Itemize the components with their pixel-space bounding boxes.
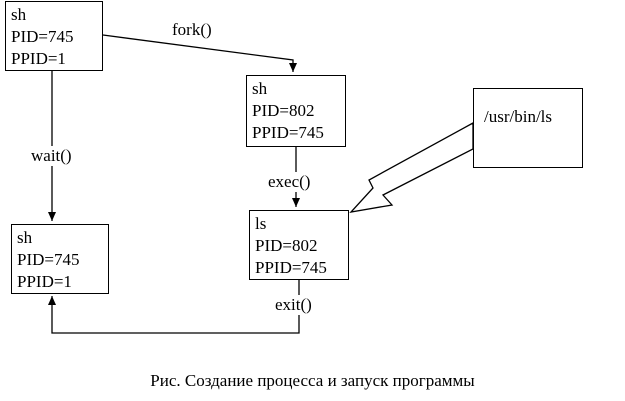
exec-label: exec() — [268, 172, 311, 192]
load-program-arrow — [349, 121, 474, 213]
process-pid: PID=745 — [11, 27, 74, 46]
fork-arrow — [102, 34, 297, 72]
process-pid: PID=802 — [252, 101, 315, 120]
process-ppid: PPID=745 — [255, 258, 327, 277]
process-ppid: PPID=1 — [17, 272, 72, 291]
parent-process-box: sh PID=745 PPID=1 — [5, 1, 103, 71]
process-pid: PID=745 — [17, 250, 80, 269]
process-name: sh — [17, 228, 33, 247]
process-name: sh — [11, 5, 27, 24]
file-path: /usr/bin/ls — [484, 107, 553, 126]
figure-caption: Рис. Создание процесса и запуск программ… — [150, 371, 475, 390]
exec-process-box: ls PID=802 PPID=745 — [249, 210, 349, 280]
process-name: ls — [255, 214, 267, 233]
process-pid: PID=802 — [255, 236, 318, 255]
child-process-box: sh PID=802 PPID=745 — [246, 75, 346, 147]
process-ppid: PPID=745 — [252, 123, 324, 142]
wait-label: wait() — [31, 146, 72, 166]
exit-label: exit() — [275, 295, 312, 315]
fork-label: fork() — [172, 20, 212, 40]
waiting-parent-process-box: sh PID=745 PPID=1 — [11, 224, 109, 294]
process-ppid: PPID=1 — [11, 49, 66, 68]
executable-file-box: /usr/bin/ls — [473, 88, 583, 168]
process-name: sh — [252, 79, 268, 98]
